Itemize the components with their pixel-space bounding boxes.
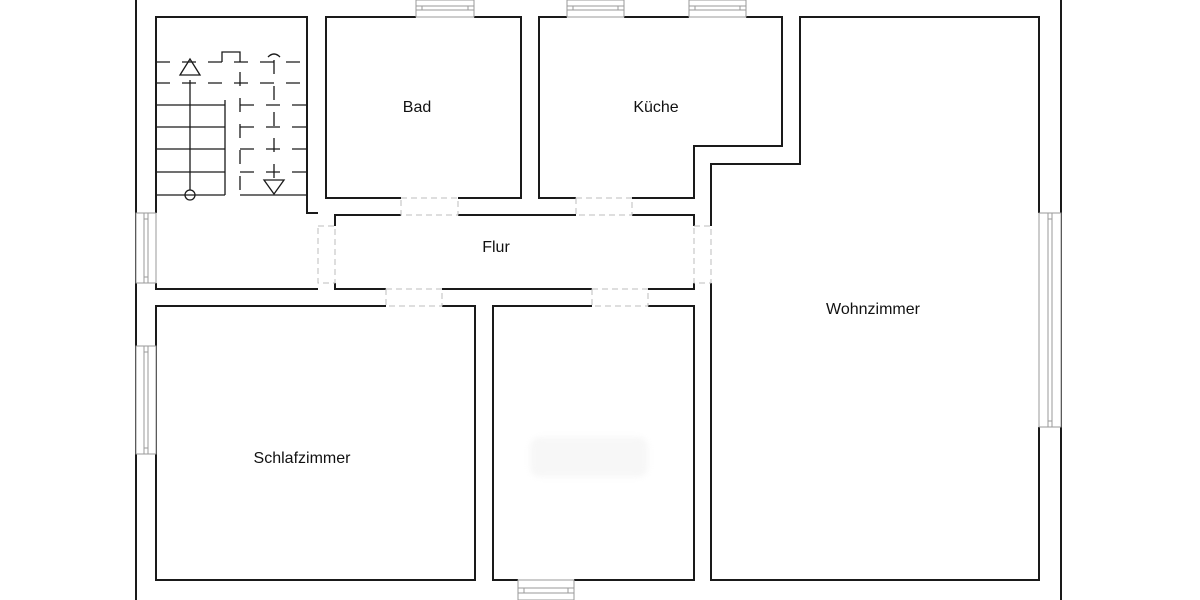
- middle-room: [492, 305, 695, 581]
- door-schlafzimmer[interactable]: [385, 288, 443, 307]
- kueche-room: [538, 16, 783, 199]
- door-kueche[interactable]: [575, 197, 633, 216]
- staircase-room: [155, 16, 318, 290]
- room-label-schlafzimmer: Schlafzimmer: [253, 450, 351, 467]
- wohnzimmer-room: [710, 16, 1040, 581]
- window-wohnzimmer: [1038, 212, 1062, 428]
- room-label-wohnzimmer: Wohnzimmer: [826, 301, 920, 318]
- window-middle-room: [517, 579, 575, 600]
- bad-room: [325, 16, 522, 199]
- staircase-icon: [156, 51, 307, 201]
- doors: [317, 197, 712, 307]
- windows: [135, 0, 1062, 600]
- window-kueche-2: [688, 0, 747, 18]
- window-stair: [135, 212, 157, 284]
- room-label-flur: Flur: [482, 239, 510, 256]
- door-stair[interactable]: [317, 225, 336, 284]
- room-label-bad: Bad: [402, 99, 432, 116]
- door-middle-room[interactable]: [591, 288, 649, 307]
- window-bad: [415, 0, 475, 18]
- window-kueche-1: [566, 0, 625, 18]
- room-label-kueche: Küche: [633, 99, 679, 116]
- flur-room: [334, 214, 695, 290]
- window-schlafzimmer: [135, 345, 157, 455]
- door-bad[interactable]: [400, 197, 459, 216]
- door-wohnzimmer[interactable]: [693, 225, 712, 284]
- blurred-room-label: [530, 437, 648, 477]
- schlafzimmer-room: [155, 305, 476, 581]
